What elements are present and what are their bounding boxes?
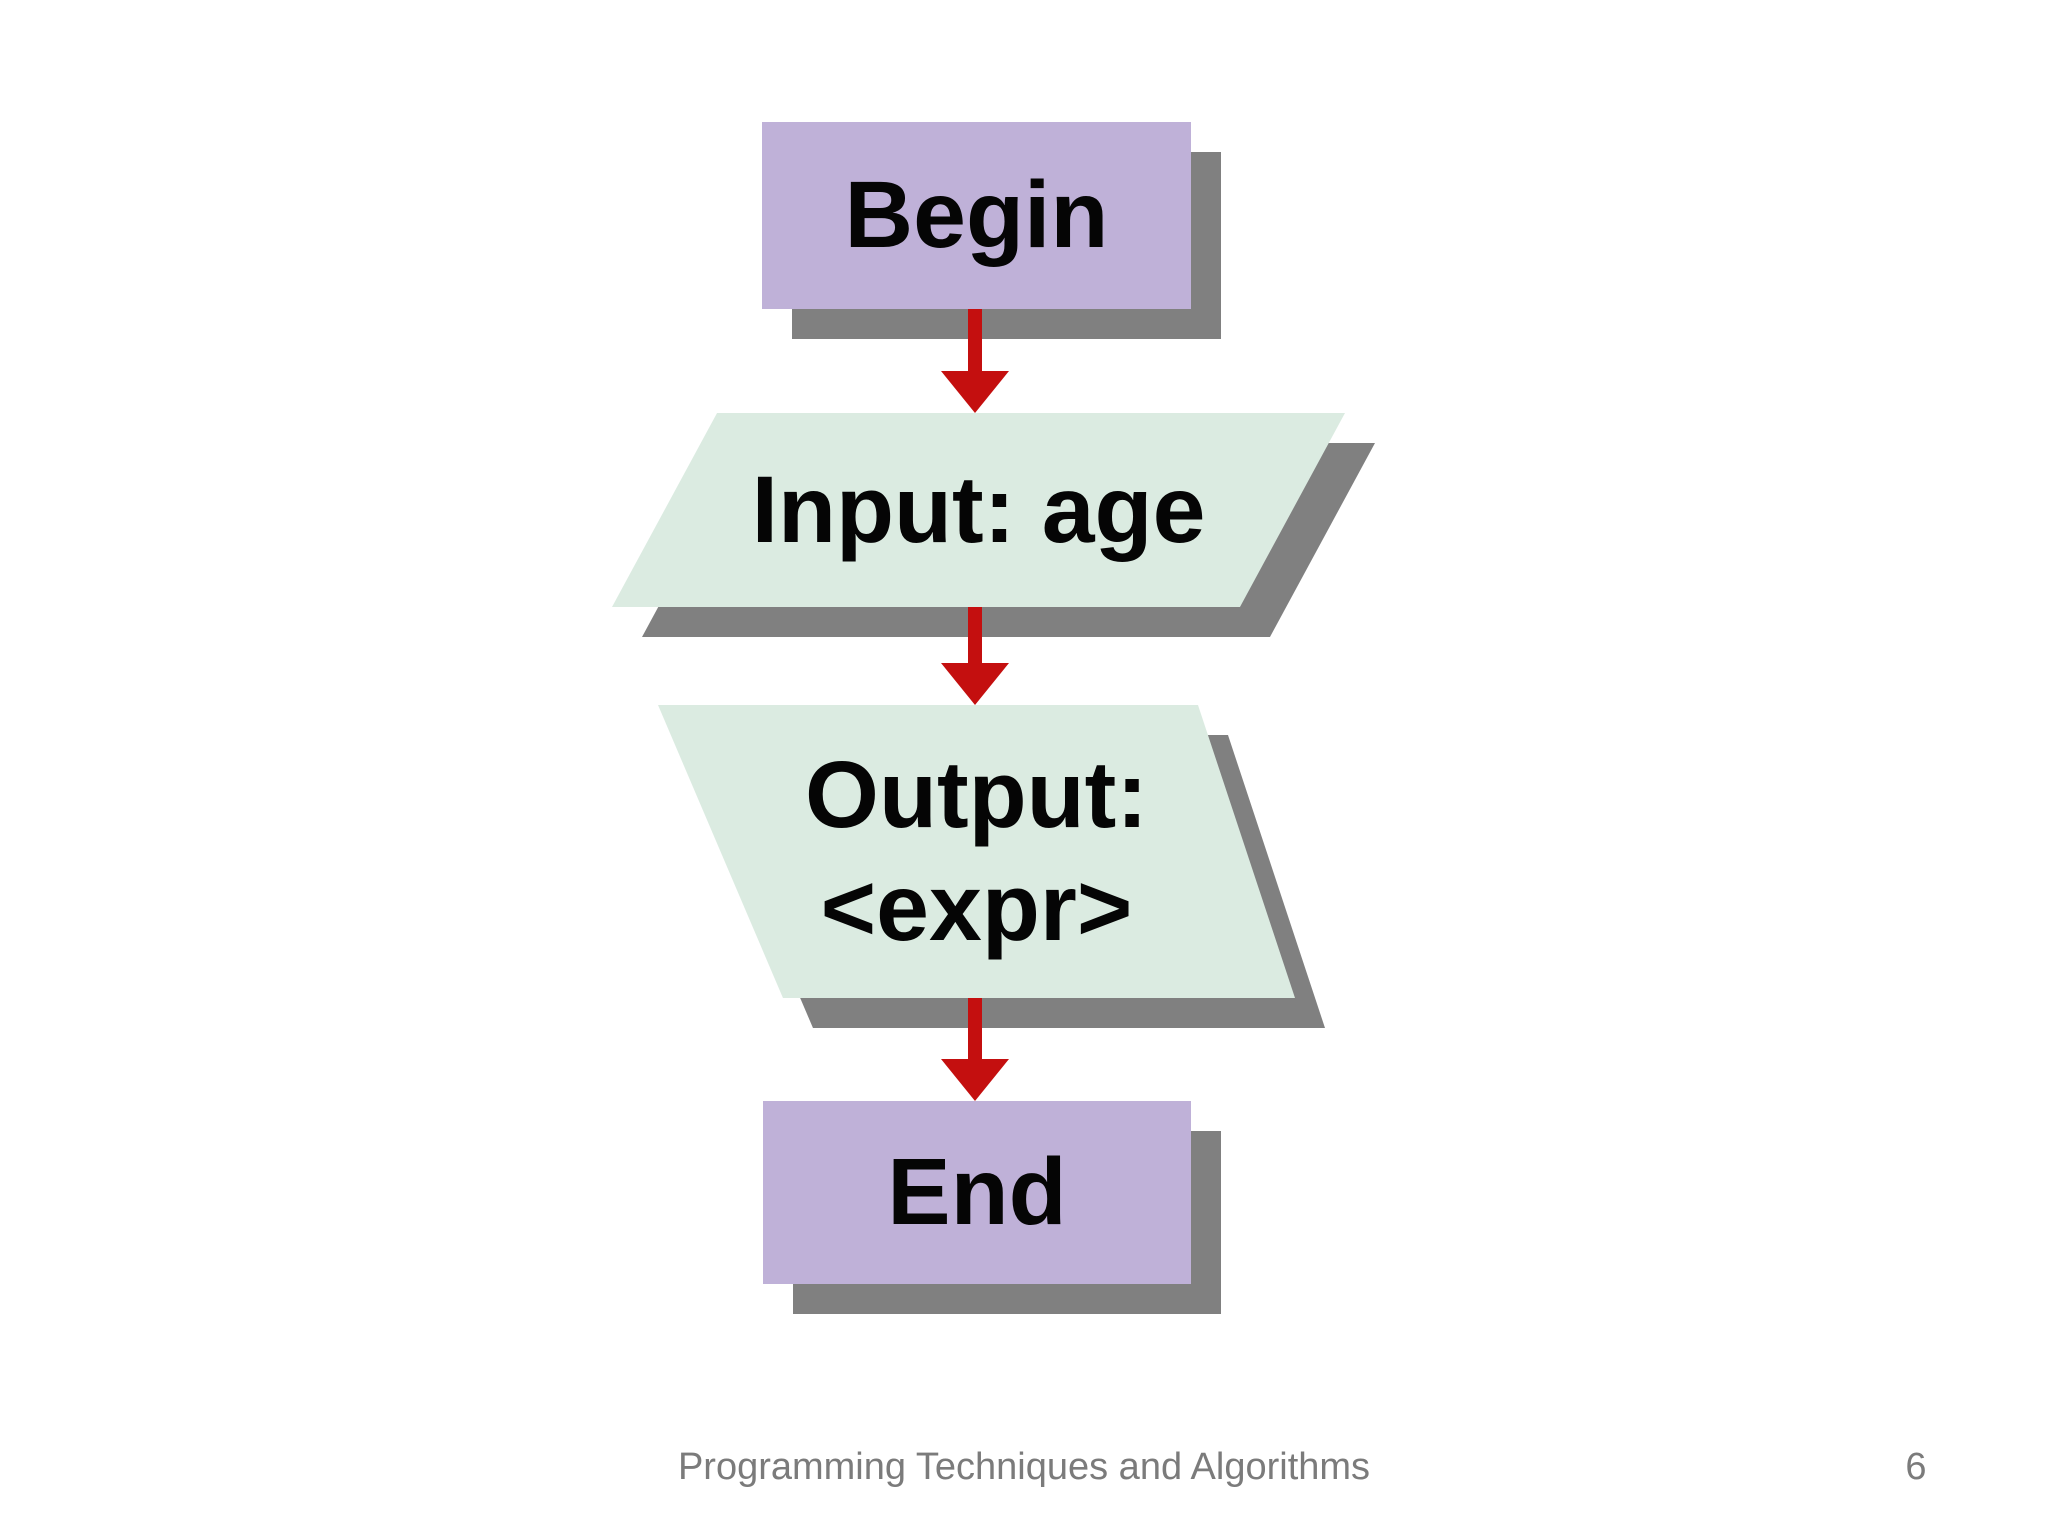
arrow-stem: [968, 309, 982, 371]
flowchart-node-output-expr: Output: <expr>: [658, 705, 1325, 1028]
arrow-stem: [968, 998, 982, 1059]
flowchart-node-end: End: [763, 1101, 1221, 1314]
arrow-down-icon: [941, 607, 1009, 705]
terminator-shape: End: [763, 1101, 1191, 1284]
flowchart-node-input-age: Input: age: [612, 413, 1375, 637]
node-label-input-age: Input: age: [751, 456, 1206, 563]
footer-page-number: 6: [1905, 1446, 1927, 1488]
footer-title: Programming Techniques and Algorithms: [677, 1446, 1371, 1488]
terminator-shape: Begin: [762, 122, 1191, 309]
node-label-end: End: [887, 1139, 1067, 1246]
arrow-down-icon: [941, 309, 1009, 413]
flowchart-node-begin: Begin: [762, 122, 1221, 339]
arrow-down-icon: [941, 998, 1009, 1101]
arrow-head: [941, 371, 1009, 413]
node-label-output: Output:: [805, 742, 1148, 849]
arrow-head: [941, 663, 1009, 705]
io-parallelogram-shape: Input: age: [612, 413, 1345, 607]
io-parallelogram-shape: Output: <expr>: [658, 705, 1295, 998]
node-label-begin: Begin: [844, 162, 1109, 269]
node-label-expr: <expr>: [820, 854, 1133, 961]
arrow-stem: [968, 607, 982, 663]
arrow-head: [941, 1059, 1009, 1101]
